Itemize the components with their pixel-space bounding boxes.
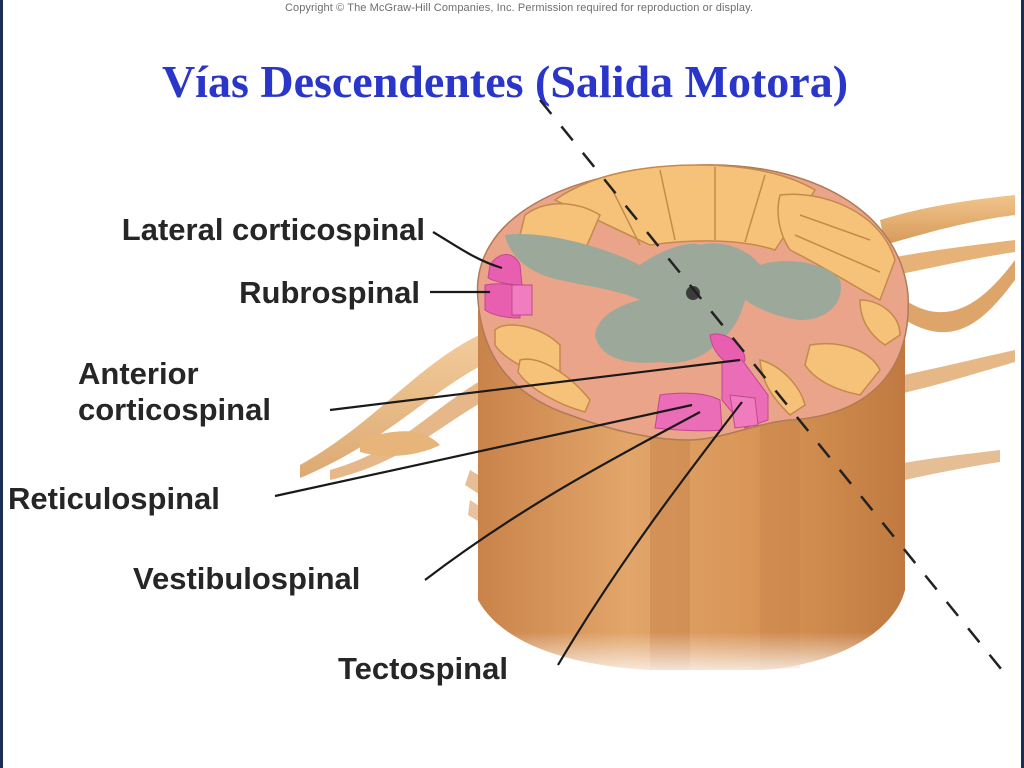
leader-lines [274, 231, 743, 666]
cord-cross-section [476, 164, 909, 441]
label-anterior: Anterior [78, 356, 199, 391]
slide-title: Vías Descendentes (Salida Motora) [161, 56, 849, 107]
leader-reticulospinal [274, 403, 693, 498]
label-reticulospinal: Reticulospinal [8, 481, 220, 516]
slide-frame-left [0, 0, 3, 768]
label-lateral-corticospinal: Lateral corticospinal [121, 212, 425, 247]
leader-lateral-corticospinal [432, 231, 503, 270]
label-vestibulospinal: Vestibulospinal [133, 561, 361, 596]
leader-tectospinal [557, 401, 743, 666]
slide-frame-right [1021, 0, 1024, 768]
label-rubrospinal: Rubrospinal [239, 275, 420, 310]
copyright-notice: Copyright © The McGraw-Hill Companies, I… [284, 2, 754, 14]
leader-vestibulospinal [424, 411, 701, 581]
label-tectospinal: Tectospinal [338, 651, 508, 686]
label-anterior-corticospinal: corticospinal [78, 392, 271, 427]
section-dashed-line [539, 99, 1011, 681]
leader-anterior-corticospinal [329, 358, 741, 412]
